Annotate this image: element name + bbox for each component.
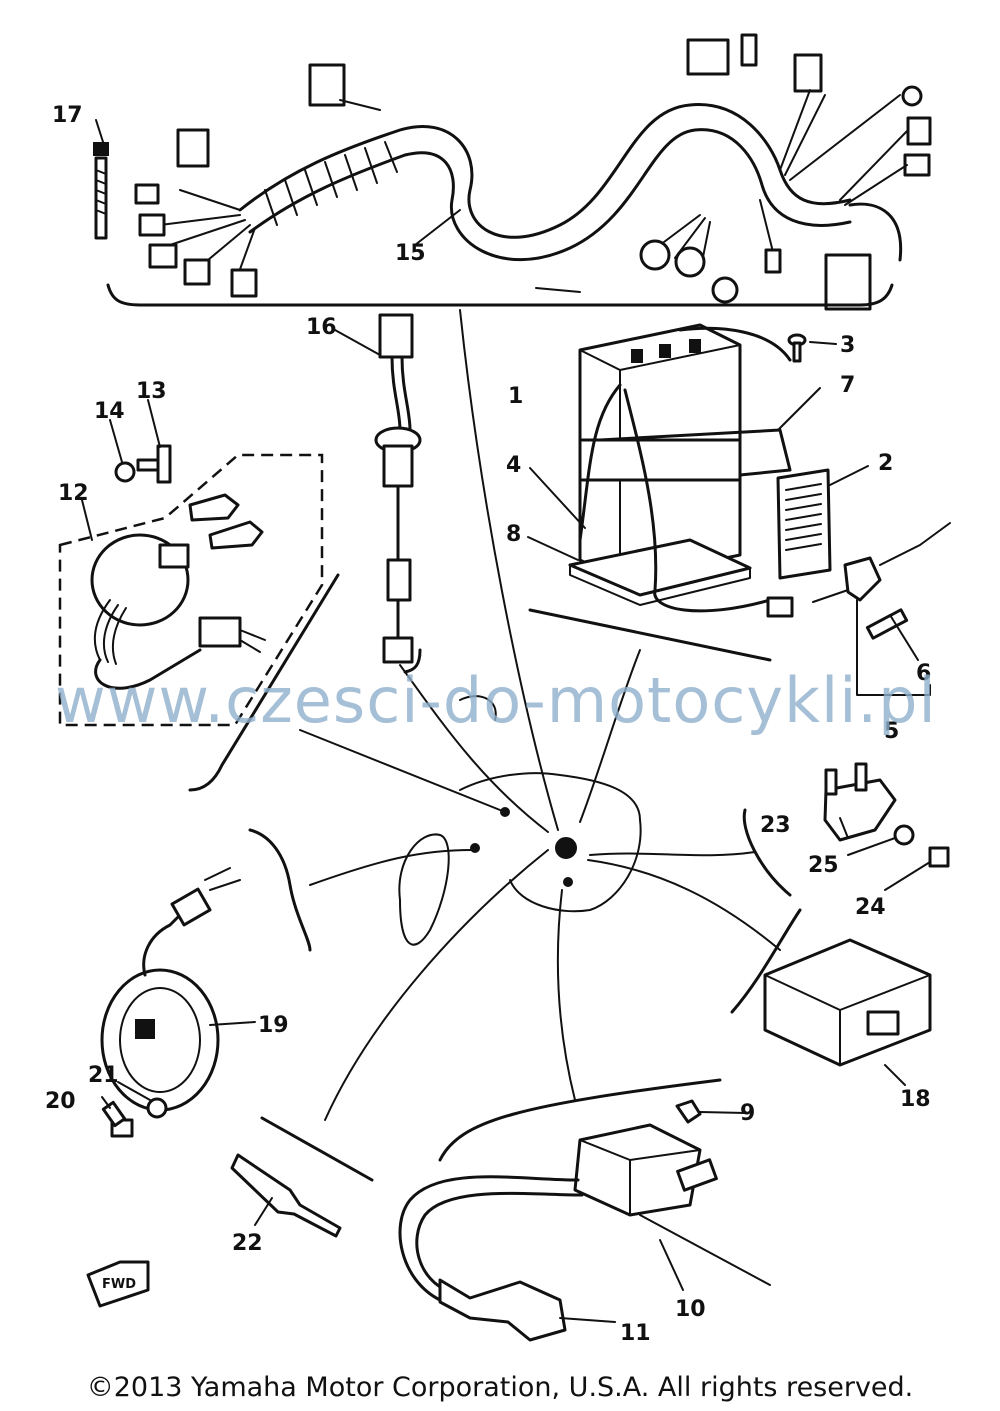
ignition-wire bbox=[398, 1175, 771, 1302]
callout-10: 10 bbox=[675, 1297, 706, 1322]
spark-plug-cap bbox=[438, 1278, 567, 1342]
callout-23: 23 bbox=[760, 813, 791, 838]
neutral-switch bbox=[374, 313, 422, 664]
callout-3: 3 bbox=[840, 333, 855, 358]
callout-11: 11 bbox=[620, 1321, 651, 1346]
callout-25: 25 bbox=[808, 853, 839, 878]
battery-band bbox=[598, 428, 792, 477]
main-switch-kit bbox=[58, 453, 324, 727]
battery bbox=[578, 323, 792, 582]
ignition-coil bbox=[573, 1123, 718, 1217]
horn bbox=[100, 867, 241, 1112]
callout-leaders bbox=[81, 119, 931, 1323]
wire-harness bbox=[106, 33, 932, 311]
fuse-holder bbox=[766, 522, 951, 618]
battery-tray bbox=[568, 538, 752, 606]
fuse bbox=[865, 608, 909, 640]
relay-bolt bbox=[928, 846, 950, 868]
callout-6: 6 bbox=[916, 661, 931, 686]
callout-16: 16 bbox=[306, 315, 337, 340]
flasher-relay bbox=[763, 938, 932, 1067]
callout-15: 15 bbox=[395, 241, 426, 266]
fwd-arrow-icon: FWD bbox=[86, 1260, 150, 1308]
copyright-notice: ©2013 Yamaha Motor Corporation, U.S.A. A… bbox=[86, 1372, 914, 1403]
relay bbox=[823, 762, 897, 842]
callout-8: 8 bbox=[506, 522, 521, 547]
breather-pipe bbox=[578, 383, 772, 613]
callout-14: 14 bbox=[94, 399, 125, 424]
relay-washer bbox=[893, 824, 915, 846]
callout-24: 24 bbox=[855, 895, 886, 920]
horn-bolt bbox=[101, 1100, 134, 1138]
frame-silhouette bbox=[398, 695, 642, 946]
cap bbox=[675, 1099, 702, 1124]
callout-4: 4 bbox=[506, 453, 521, 478]
fwd-label: FWD bbox=[102, 1277, 136, 1292]
callout-1: 1 bbox=[508, 384, 523, 409]
callout-labels: 1 2 3 4 5 6 7 8 9 10 11 12 13 14 15 16 1… bbox=[45, 103, 931, 1346]
callout-18: 18 bbox=[900, 1087, 931, 1112]
horn-washer bbox=[146, 1097, 168, 1119]
battery-screw bbox=[787, 333, 807, 363]
warning-label bbox=[776, 468, 832, 580]
washer bbox=[114, 461, 136, 483]
screw bbox=[136, 444, 172, 484]
bolt bbox=[93, 142, 109, 240]
callout-19: 19 bbox=[258, 1013, 289, 1038]
callout-13: 13 bbox=[136, 379, 167, 404]
callout-12: 12 bbox=[58, 481, 89, 506]
callout-20: 20 bbox=[45, 1089, 76, 1114]
callout-17: 17 bbox=[52, 103, 83, 128]
callout-5: 5 bbox=[884, 719, 899, 744]
spark-plug bbox=[230, 1153, 342, 1238]
callout-21: 21 bbox=[88, 1063, 119, 1088]
callout-2: 2 bbox=[878, 451, 893, 476]
leader-lines bbox=[188, 309, 802, 1182]
callout-22: 22 bbox=[232, 1231, 263, 1256]
callout-9: 9 bbox=[740, 1101, 755, 1126]
callout-7: 7 bbox=[840, 373, 855, 398]
